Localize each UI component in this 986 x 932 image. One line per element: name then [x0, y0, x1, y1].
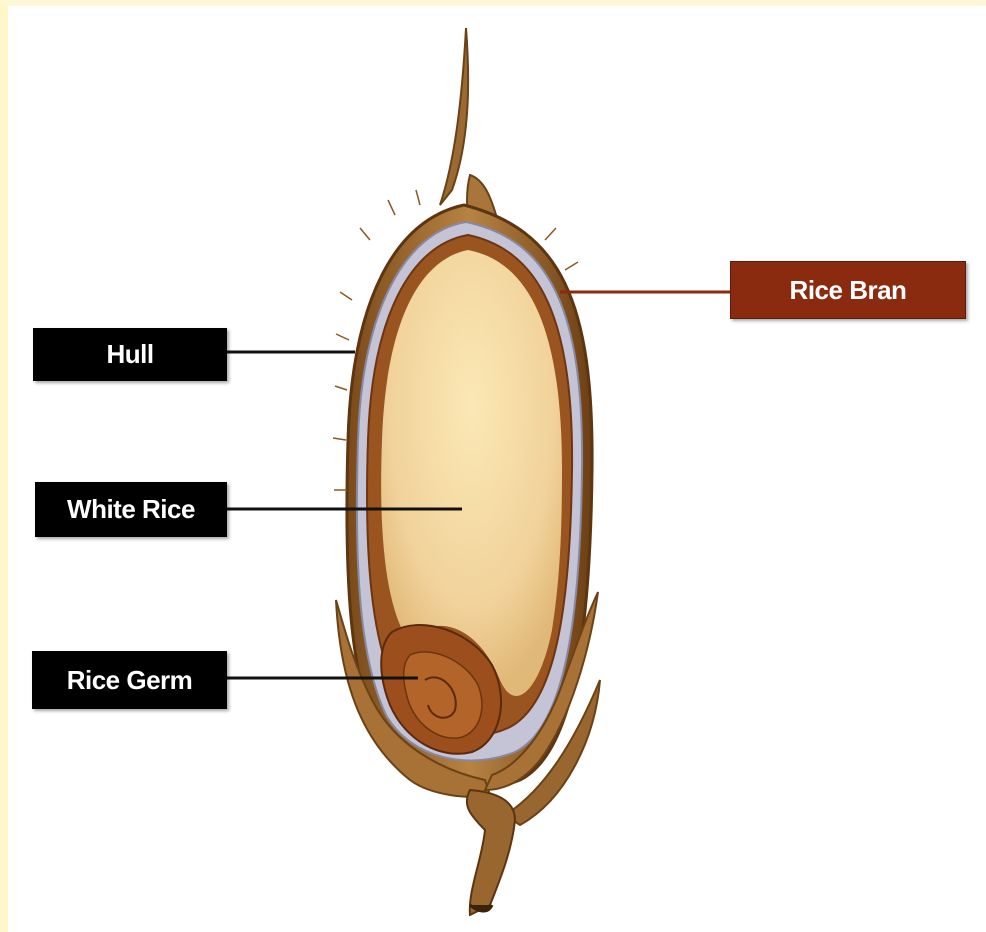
white-rice-label: White Rice [35, 482, 227, 537]
awn [440, 28, 468, 205]
rice-germ-label: Rice Germ [32, 651, 227, 709]
rice-bran-label: Rice Bran [730, 261, 966, 319]
pedicel [467, 790, 515, 915]
hull-label: Hull [33, 328, 227, 381]
